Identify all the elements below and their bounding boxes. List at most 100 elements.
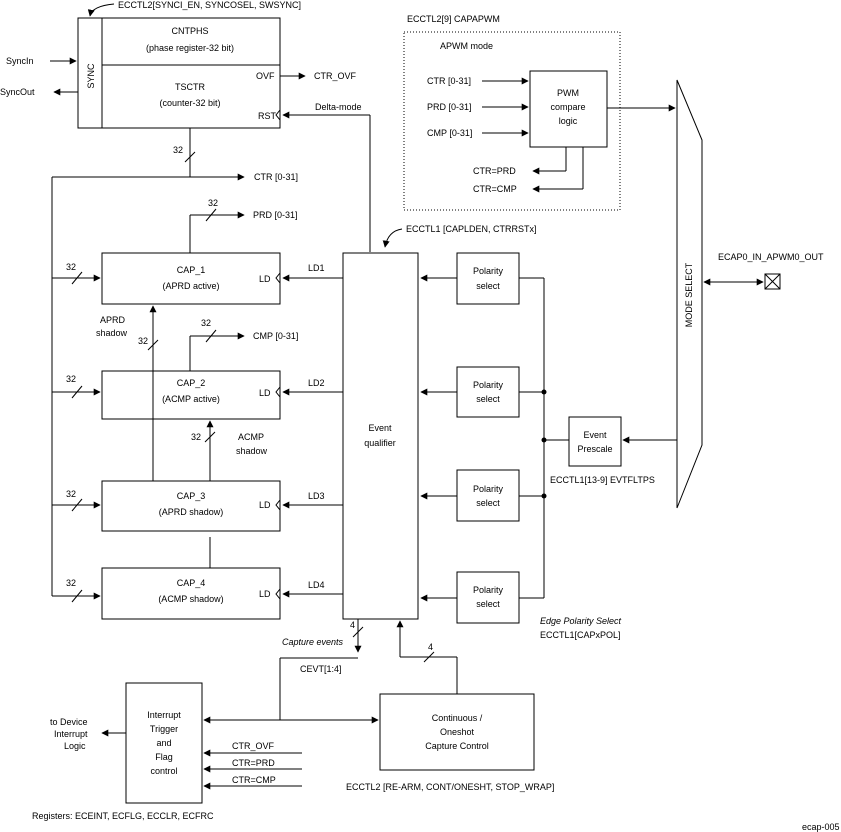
event-qualifier-pointer	[382, 228, 403, 248]
figure-id: ecap-005	[802, 822, 840, 832]
cntphs-desc: (phase register-32 bit)	[146, 43, 234, 53]
apwm-mode-box	[403, 31, 621, 211]
rst-clock-tick	[275, 109, 281, 121]
counter-block	[77, 17, 281, 129]
interrupt-label-5: control	[150, 766, 177, 776]
ld-pin: LD	[259, 274, 271, 284]
apwm-output-ctr-prd: CTR=PRD	[473, 166, 516, 176]
int-input-ctr-ovf: CTR_OVF	[232, 741, 275, 751]
svg-text:Polarity: Polarity	[473, 266, 504, 276]
ovf-pin: OVF	[256, 71, 275, 81]
polarity-select-3: Polarity select	[456, 469, 520, 522]
event-qualifier-label-2: qualifier	[364, 438, 396, 448]
svg-text:Polarity: Polarity	[473, 380, 504, 390]
pin-label: ECAP0_IN_APWM0_OUT	[718, 252, 824, 262]
ctr-bus-label: CTR [0-31]	[254, 172, 298, 182]
cap-3: CAP_3 (APRD shadow) LD	[101, 480, 281, 532]
cmp-bus-tick	[205, 329, 217, 343]
to-device-label-2: Interrupt	[54, 729, 88, 739]
to-device-label-3: Logic	[64, 741, 86, 751]
apwm-input-ctr: CTR [0-31]	[427, 76, 471, 86]
cmp-bus-label: CMP [0-31]	[253, 331, 298, 341]
cap-2: CAP_2 (ACMP active) LD	[101, 370, 281, 420]
syncout-label: SyncOut	[0, 87, 35, 97]
svg-text:select: select	[476, 599, 500, 609]
event-qualifier-box	[342, 252, 419, 620]
svg-text:Polarity: Polarity	[473, 484, 504, 494]
tsctr-desc: (counter-32 bit)	[159, 98, 220, 108]
svg-text:32: 32	[66, 374, 76, 384]
cap-mode: (APRD shadow)	[159, 507, 224, 517]
svg-text:LD3: LD3	[308, 491, 325, 501]
edge-polarity-register: ECCTL1[CAPxPOL]	[540, 630, 621, 640]
edge-polarity-caption: Edge Polarity Select	[540, 616, 622, 626]
event-qualifier-header: ECCTL1 [CAPLDEN, CTRRSTx]	[406, 224, 537, 234]
ctr-ovf-label: CTR_OVF	[314, 71, 357, 81]
acmp-shadow-label-1: ACMP	[238, 432, 264, 442]
event-prescale-box	[568, 416, 622, 467]
ctr-bus-tick	[184, 151, 196, 163]
cap-4: CAP_4 (ACMP shadow) LD	[101, 567, 281, 620]
registers-label: Registers: ECEINT, ECFLG, ECCLR, ECFRC	[32, 811, 214, 821]
apwm-mode-label: APWM mode	[440, 41, 493, 51]
polarity-select-4: Polarity select	[456, 571, 520, 624]
ctr-feeds: 32 32 32 32	[52, 262, 101, 603]
pwm-compare-logic-box	[529, 70, 608, 148]
rearm-bus-tick	[423, 651, 435, 663]
sync-header-pointer	[87, 3, 115, 17]
pin-icon-cross-2	[764, 273, 781, 290]
interrupt-block	[125, 682, 203, 804]
svg-text:32: 32	[66, 489, 76, 499]
cntphs-label: CNTPHS	[171, 26, 208, 36]
apwm-output-ctr-cmp: CTR=CMP	[473, 184, 517, 194]
cap-1: CAP_1 (APRD active) LD	[101, 252, 281, 305]
prd-bus-tick	[205, 208, 217, 222]
polarity-select-2: Polarity select	[456, 366, 520, 418]
capture-control-label-3: Capture Control	[425, 741, 489, 751]
event-qualifier-label-1: Event	[368, 423, 392, 433]
int-input-ctr-prd: CTR=PRD	[232, 758, 275, 768]
sync-label: SYNC	[86, 63, 96, 89]
interrupt-label-1: Interrupt	[147, 710, 181, 720]
svg-text:LD2: LD2	[308, 378, 325, 388]
svg-text:select: select	[476, 498, 500, 508]
apwm-header: ECCTL2[9] CAPAPWM	[407, 14, 500, 24]
svg-text:LD4: LD4	[308, 580, 325, 590]
svg-text:32: 32	[66, 578, 76, 588]
acmp-shadow-tick	[204, 431, 216, 443]
event-prescale-label-2: Prescale	[577, 444, 612, 454]
cap-name: CAP_4	[177, 578, 206, 588]
interrupt-label-2: Trigger	[150, 724, 178, 734]
rearm-bus-width: 4	[428, 642, 433, 652]
prescale-distribution-bus	[519, 277, 569, 599]
acmp-shadow-label-2: shadow	[236, 446, 268, 456]
svg-text:Polarity: Polarity	[473, 585, 504, 595]
prd-bus-label: PRD [0-31]	[253, 210, 298, 220]
cap-name: CAP_3	[177, 491, 206, 501]
capture-events-tick	[352, 626, 364, 638]
capture-control-block	[379, 693, 535, 771]
aprd-shadow-label-2: shadow	[96, 328, 128, 338]
cmp-bus-width: 32	[201, 318, 211, 328]
ld-pin: LD	[259, 388, 271, 398]
svg-text:select: select	[476, 281, 500, 291]
ld-pin: LD	[259, 589, 271, 599]
pwm-logic-label-1: PWM	[557, 88, 579, 98]
pwm-logic-label-3: logic	[559, 116, 578, 126]
svg-text:LD1: LD1	[308, 263, 325, 273]
ld-lines: LD1 LD2 LD3 LD4	[282, 263, 343, 598]
apwm-input-prd: PRD [0-31]	[427, 102, 472, 112]
tsctr-label: TSCTR	[175, 82, 205, 92]
cap-mode: (ACMP shadow)	[158, 594, 223, 604]
int-input-ctr-cmp: CTR=CMP	[232, 775, 276, 785]
apwm-input-cmp: CMP [0-31]	[427, 128, 472, 138]
sync-block-header: ECCTL2[SYNCI_EN, SYNCOSEL, SWSYNC]	[118, 0, 301, 10]
svg-text:select: select	[476, 394, 500, 404]
event-prescale-register: ECCTL1[13-9] EVTFLTPS	[550, 475, 655, 485]
syncin-label: SyncIn	[6, 56, 34, 66]
capture-events-width: 4	[350, 620, 355, 630]
cap-name: CAP_1	[177, 265, 206, 275]
cap-mode: (APRD active)	[162, 281, 219, 291]
